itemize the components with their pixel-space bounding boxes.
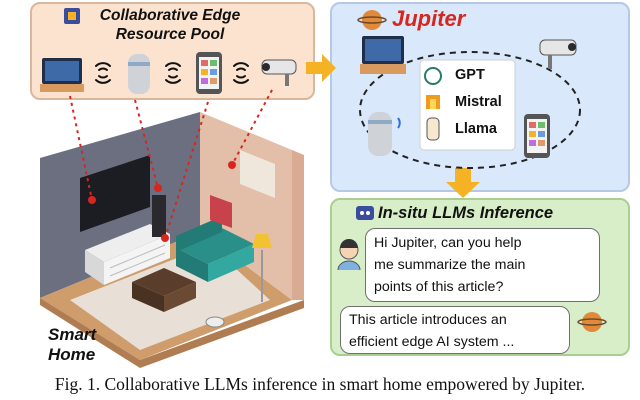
assistant-answer-bubble: This article introduces an efficient edg… — [340, 306, 570, 354]
user-question-bubble: Hi Jupiter, can you help me summarize th… — [365, 228, 600, 302]
smart-speaker-icon — [128, 54, 150, 94]
robot-icon — [356, 206, 374, 220]
model-gpt-label: GPT — [455, 67, 485, 83]
smartphone-icon — [524, 114, 550, 158]
smart-home-label-line2: Home — [48, 345, 96, 364]
security-camera-icon — [261, 59, 297, 86]
chip-icon — [64, 8, 80, 24]
resource-pool-title: Collaborative Edge Resource Pool — [60, 6, 280, 44]
arrow-down-icon — [446, 168, 480, 198]
smart-home-room — [40, 89, 304, 368]
security-camera-icon — [539, 39, 577, 69]
inference-title: In-situ LLMs Inference — [378, 204, 554, 222]
jupiter-title: Jupiter — [392, 6, 466, 31]
smartphone-icon — [196, 52, 222, 94]
question-line: Hi Jupiter, can you help — [374, 235, 522, 251]
resource-pool-title-line1: Collaborative Edge — [99, 7, 241, 24]
answer-line: This article introduces an — [349, 312, 507, 328]
smart-speaker-icon — [368, 112, 401, 156]
model-llama-label: Llama — [455, 121, 497, 137]
arrow-right-icon — [306, 54, 336, 82]
smart-home-label: Smart Home — [48, 325, 96, 365]
llama-icon — [426, 117, 440, 141]
jupiter-planet-icon — [357, 10, 387, 30]
wifi-icon — [95, 62, 249, 84]
resource-pool-title-line2: Resource Pool — [115, 26, 225, 43]
mistral-icon — [426, 95, 440, 109]
openai-icon — [424, 67, 442, 85]
user-avatar-icon — [337, 239, 361, 271]
tv-icon — [360, 36, 406, 74]
jupiter-planet-icon — [577, 312, 607, 332]
question-line: me summarize the main — [374, 257, 526, 273]
figure-caption: Fig. 1. Collaborative LLMs inference in … — [54, 374, 586, 394]
answer-line: efficient edge AI system ... — [349, 334, 515, 350]
tv-icon — [40, 58, 84, 92]
question-line: points of this article? — [374, 279, 504, 295]
smart-home-label-line1: Smart — [48, 325, 97, 344]
model-mistral-label: Mistral — [455, 94, 502, 110]
